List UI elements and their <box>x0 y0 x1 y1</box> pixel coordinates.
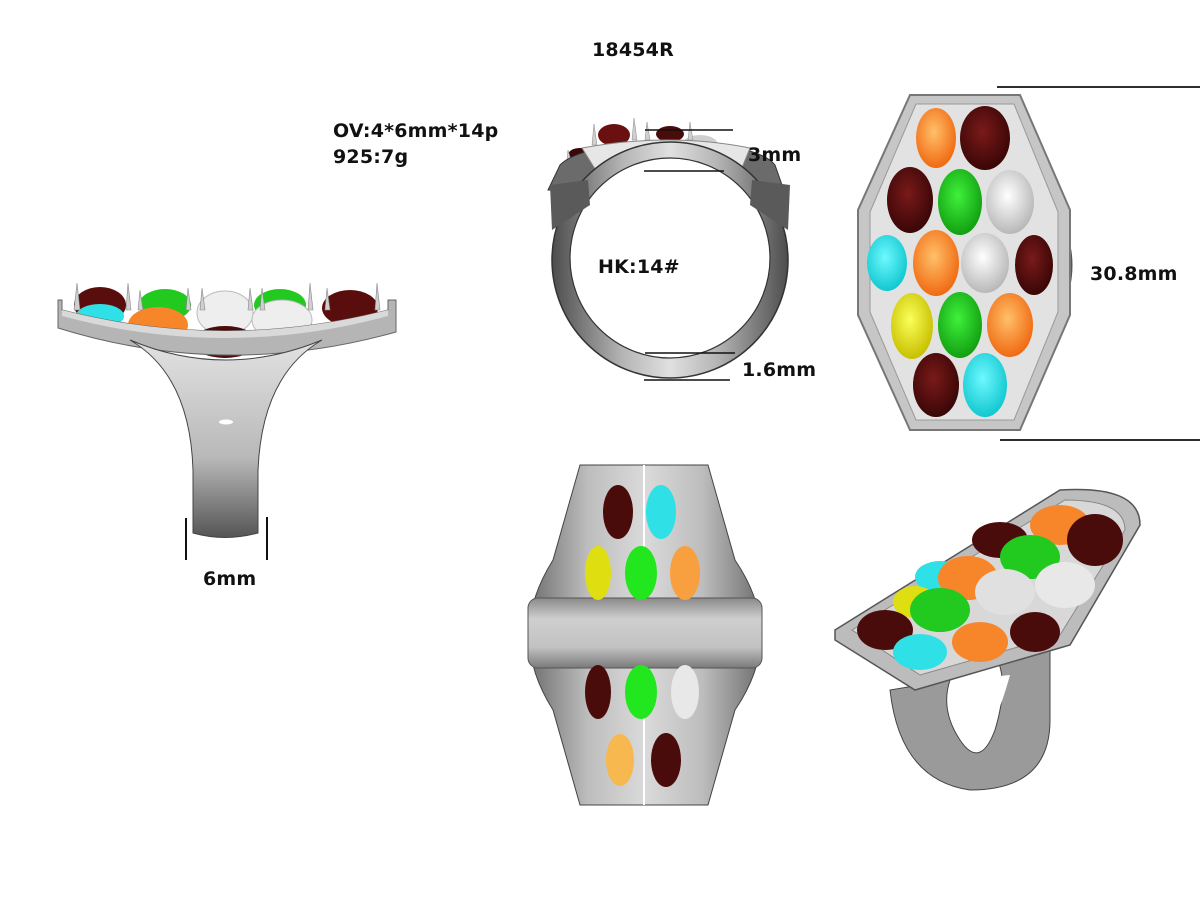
side-view <box>50 280 410 600</box>
bottom-view <box>520 460 770 810</box>
shank-thickness-label: 1.6mm <box>742 359 817 381</box>
front-height-label: 3mm <box>748 144 802 166</box>
top-length-label: 30.8mm <box>1090 263 1178 285</box>
metal-spec: 925:7g <box>333 146 409 168</box>
ring-size-label: HK:14# <box>598 256 680 278</box>
model-code: 18454R <box>592 39 674 61</box>
front-view <box>520 110 820 390</box>
shank-width-label: 6mm <box>203 568 257 590</box>
stone-spec: OV:4*6mm*14p <box>333 120 499 142</box>
perspective-view <box>820 480 1150 800</box>
top-view <box>830 80 1200 450</box>
